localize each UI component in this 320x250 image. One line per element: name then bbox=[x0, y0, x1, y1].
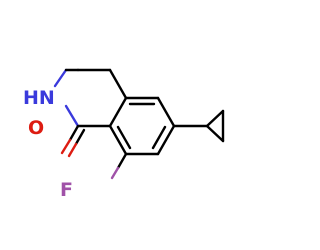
bond-c1-o-upper bbox=[68, 124, 80, 142]
cyclopropyl-bond-c bbox=[205, 124, 225, 143]
bond-c8-f-lower bbox=[110, 166, 120, 180]
molecule-drawing: HN O F bbox=[23, 68, 225, 201]
atom-label-nitrogen: HN bbox=[23, 87, 55, 109]
structure-diagram: HN O F bbox=[23, 68, 225, 201]
bond-c1-o-second-lower bbox=[67, 142, 78, 158]
atom-label-oxygen: O bbox=[28, 117, 44, 139]
cyclopropyl-bond-a bbox=[205, 109, 225, 128]
bond-c8-f-upper bbox=[116, 152, 128, 170]
bond-c5-c6 bbox=[156, 96, 176, 128]
bond-c4a-c8a bbox=[108, 96, 128, 128]
bond-c1-o-second-upper bbox=[74, 128, 86, 146]
bond-c8-c8a-inner bbox=[116, 125, 132, 150]
bond-n2-c3-a bbox=[53, 68, 68, 88]
bond-c6-c7-inner bbox=[151, 125, 167, 150]
bond-c1-n2 bbox=[64, 104, 80, 128]
bond-c4-c4a bbox=[108, 68, 128, 100]
bond-c1-o-lower bbox=[60, 138, 72, 155]
bond-c6-c7 bbox=[156, 124, 176, 156]
atom-label-fluorine: F bbox=[60, 179, 73, 201]
bond-c8-c8a bbox=[108, 124, 128, 156]
